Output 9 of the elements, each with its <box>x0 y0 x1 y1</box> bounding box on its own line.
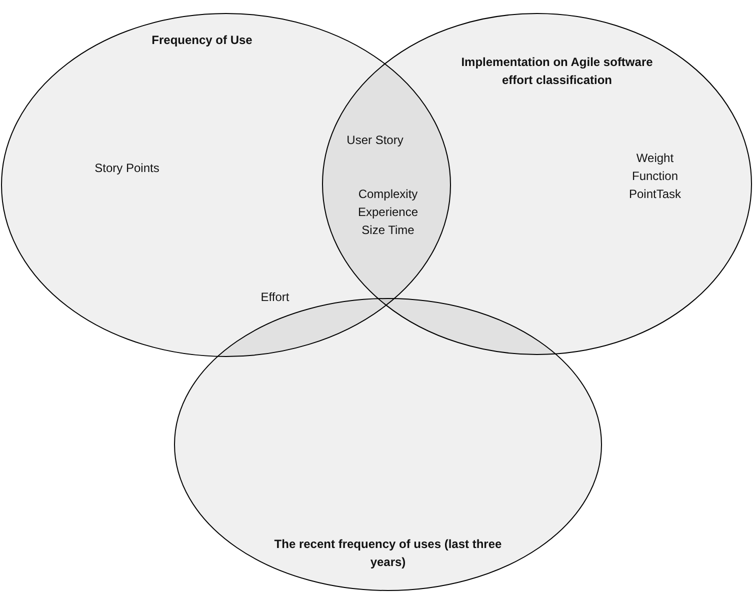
venn-circle <box>322 13 752 355</box>
overlap-text: Effort <box>260 289 290 306</box>
circle-title: Frequency of Use <box>150 32 254 49</box>
circle-text: Story Points <box>94 160 160 177</box>
circle-text: Weight Function PointTask <box>628 150 682 203</box>
circle-title: The recent frequency of uses (last three years) <box>273 536 503 571</box>
circle-title: Implementation on Agile software effort classification <box>460 54 654 89</box>
overlap-text: Complexity Experience Size Time <box>356 186 420 239</box>
overlap-text: User Story <box>346 132 404 149</box>
